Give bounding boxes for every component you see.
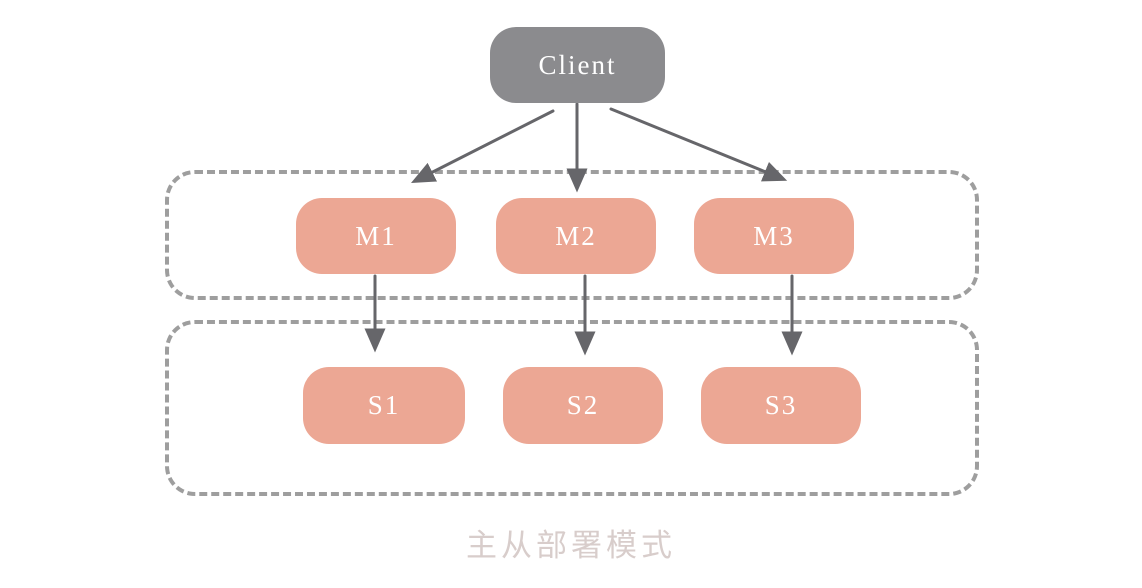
master-node-m2: M2	[496, 198, 656, 274]
slave-node-s1: S1	[303, 367, 465, 444]
master-node-m1-label: M1	[355, 220, 397, 251]
diagram-caption: 主从部署模式	[466, 528, 676, 564]
master-node-m1: M1	[296, 198, 456, 274]
slaves-group-border	[165, 320, 979, 496]
slave-node-s2-label: S2	[566, 390, 600, 420]
client-node: Client	[490, 27, 665, 103]
slave-node-s3: S3	[701, 367, 861, 444]
client-node-label: Client	[538, 49, 617, 80]
slave-node-s2: S2	[503, 367, 663, 444]
master-node-m2-label: M2	[555, 220, 597, 251]
arrow-client-to-m3	[609, 107, 788, 182]
master-node-m3-label: M3	[753, 220, 795, 251]
slave-node-s1-label: S1	[367, 390, 401, 420]
master-node-m3: M3	[694, 198, 854, 274]
slave-node-s3-label: S3	[764, 390, 798, 420]
